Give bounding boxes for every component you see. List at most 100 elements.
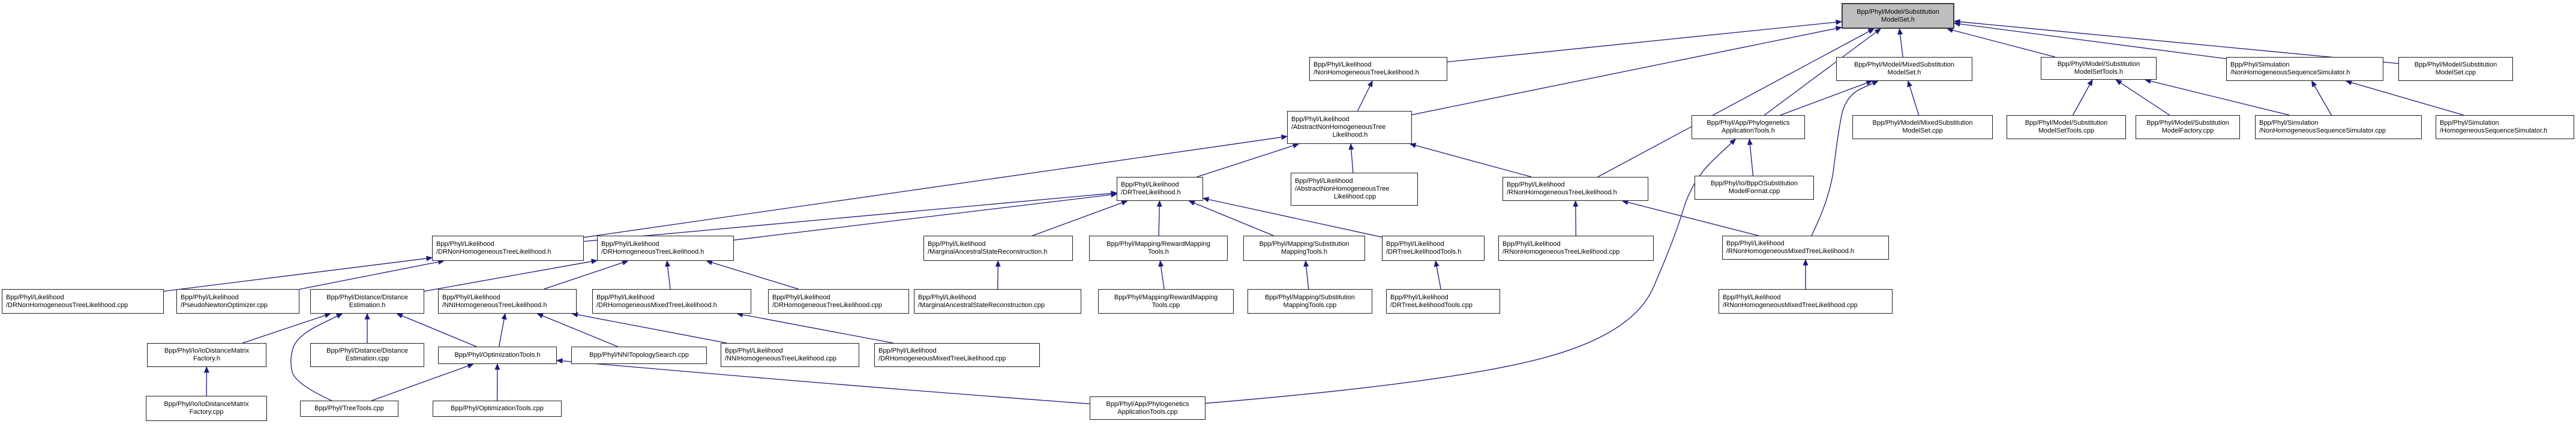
- graph-node-DRNonHomogeneousTreeLikelihood_cpp[interactable]: Bpp/Phyl/Likelihood/DRNonHomogeneousTree…: [2, 289, 164, 314]
- graph-node-MarginalAncestralStateReconstruction_cpp[interactable]: Bpp/Phyl/Likelihood/MarginalAncestralSta…: [914, 289, 1081, 314]
- graph-node-AbstractNonHomogeneousTreeLikelihood_cpp[interactable]: Bpp/Phyl/Likelihood/AbstractNonHomogeneo…: [1291, 173, 1418, 206]
- graph-node-DRHomogeneousTreeLikelihood_cpp[interactable]: Bpp/Phyl/Likelihood/DRHomogeneousTreeLik…: [768, 289, 909, 314]
- graph-node-NonHomogeneousSequenceSimulator_cpp[interactable]: Bpp/Phyl/Simulation/NonHomogeneousSequen…: [2255, 115, 2422, 139]
- include-edge-DRHomogeneousTreeLikelihood_cpp-to-DRHomogeneousTreeLikelihood_h: [706, 260, 799, 290]
- include-edge-PhylogeneticsApplicationTools_h-to-MixedSubstitutionModelSet_h: [1780, 80, 1873, 116]
- graph-node-label-line: /DRNonHomogeneousTreeLikelihood.cpp: [6, 301, 128, 309]
- graph-node-label-line: Bpp/Phyl/OptimizationTools.cpp: [451, 405, 544, 412]
- graph-node-label-line: Bpp/Phyl/Likelihood: [1121, 181, 1179, 188]
- graph-node-label-line: Bpp/Phyl/Likelihood: [6, 293, 64, 301]
- include-edge-SubstitutionMappingTools_cpp-to-SubstitutionMappingTools_h: [1303, 260, 1309, 290]
- graph-node-label-line: /AbstractNonHomogeneousTree: [1291, 124, 1386, 131]
- graph-node-NNIHomogeneousTreeLikelihood_cpp[interactable]: Bpp/Phyl/Likelihood/NNIHomogeneousTreeLi…: [721, 343, 859, 367]
- include-edge-NNIHomogeneousTreeLikelihood_h-to-DRHomogeneousTreeLikelihood_h: [544, 260, 629, 290]
- graph-node-NonHomogeneousSequenceSimulator_h[interactable]: Bpp/Phyl/Simulation/NonHomogeneousSequen…: [2226, 57, 2383, 81]
- graph-node-label-line: Bpp/Phyl/Io/IoDistanceMatrix: [164, 401, 249, 408]
- include-edge-RNonHomogeneousTreeLikelihood_h-to-SubstitutionModelSet_h: [1597, 28, 1875, 178]
- graph-node-NNIHomogeneousTreeLikelihood_h[interactable]: Bpp/Phyl/Likelihood/NNIHomogeneousTreeLi…: [438, 289, 577, 314]
- graph-node-DRNonHomogeneousTreeLikelihood_h[interactable]: Bpp/Phyl/Likelihood/DRNonHomogeneousTree…: [432, 236, 584, 261]
- graph-node-label-line: Bpp/Phyl/Likelihood: [436, 240, 494, 248]
- graph-node-DRHomogeneousMixedTreeLikelihood_h[interactable]: Bpp/Phyl/Likelihood/DRHomogeneousMixedTr…: [592, 289, 751, 314]
- graph-node-OptimizationTools_h[interactable]: Bpp/Phyl/OptimizationTools.h: [438, 347, 557, 364]
- include-edge-PhylogeneticsApplicationTools_cpp-to-PhylogeneticsApplicationTools_h: [1205, 139, 1737, 404]
- graph-node-label-line: Likelihood.cpp: [1333, 193, 1377, 200]
- graph-node-label-line: /NNIHomogeneousTreeLikelihood.cpp: [725, 355, 837, 362]
- graph-node-RNonHomogeneousTreeLikelihood_h[interactable]: Bpp/Phyl/Likelihood/RNonHomogeneousTreeL…: [1503, 177, 1648, 201]
- graph-node-label-line: MappingTools.cpp: [1283, 301, 1337, 309]
- graph-node-MarginalAncestralStateReconstruction_h[interactable]: Bpp/Phyl/Likelihood/MarginalAncestralSta…: [923, 236, 1073, 261]
- graph-node-OptimizationTools_cpp[interactable]: Bpp/Phyl/OptimizationTools.cpp: [433, 401, 562, 417]
- graph-node-label-line: Bpp/Phyl/Mapping/RewardMapping: [1106, 240, 1210, 248]
- graph-node-label-line: Estimation.cpp: [345, 355, 389, 362]
- include-edge-DRNonHomogeneousTreeLikelihood_h-to-DRTreeLikelihood_h: [583, 190, 1118, 242]
- include-edge-OptimizationTools_h-to-NNIHomogeneousTreeLikelihood_h: [499, 312, 507, 347]
- include-edge-DRHomogeneousMixedTreeLikelihood_cpp-to-DRHomogeneousMixedTreeLikelihood_h: [736, 312, 893, 344]
- graph-node-label-line: Bpp/Phyl/Likelihood: [878, 347, 937, 354]
- graph-node-RNonHomogeneousMixedTreeLikelihood_cpp[interactable]: Bpp/Phyl/Likelihood/RNonHomogeneousMixed…: [1719, 289, 1893, 314]
- graph-node-label-line: /NNIHomogeneousTreeLikelihood.h: [442, 301, 547, 309]
- graph-node-DRHomogeneousTreeLikelihood_h[interactable]: Bpp/Phyl/Likelihood/DRHomogeneousTreeLik…: [597, 236, 734, 261]
- graph-node-label-line: Bpp/Phyl/Likelihood: [725, 347, 783, 354]
- graph-node-HomogeneousSequenceSimulator_h[interactable]: Bpp/Phyl/Simulation/HomogeneousSequenceS…: [2436, 115, 2574, 139]
- graph-node-label-line: Tools.h: [1148, 248, 1169, 255]
- include-edge-DRTreeLikelihoodTools_cpp-to-DRTreeLikelihoodTools_h: [1434, 260, 1441, 290]
- graph-node-DRTreeLikelihoodTools_cpp[interactable]: Bpp/Phyl/Likelihood/DRTreeLikelihoodTool…: [1386, 289, 1500, 314]
- include-edge-DRHomogeneousMixedTreeLikelihood_h-to-DRHomogeneousTreeLikelihood_h: [665, 260, 671, 290]
- graph-node-label-line: Bpp/Phyl/Likelihood: [596, 293, 655, 301]
- include-edge-RNonHomogeneousTreeLikelihood_h-to-AbstractNonHomogeneousTreeLikelihood_h: [1409, 143, 1532, 178]
- include-edge-DistanceEstimation_h-to-DRHomogeneousTreeLikelihood_h: [424, 258, 598, 292]
- graph-node-label-line: /RNonHomogeneousTreeLikelihood.h: [1507, 189, 1617, 196]
- graph-node-label-line: /DRTreeLikelihoodTools.cpp: [1390, 301, 1473, 309]
- graph-node-label-line: /NonHomogeneousTreeLikelihood.h: [1314, 69, 1419, 76]
- graph-node-label-line: Estimation.h: [349, 301, 386, 309]
- graph-node-label-line: /DRHomogeneousMixedTreeLikelihood.h: [596, 301, 717, 309]
- graph-node-PseudoNewtonOptimizer_cpp[interactable]: Bpp/Phyl/Likelihood/PseudoNewtonOptimize…: [176, 289, 299, 314]
- graph-node-label-line: Bpp/Phyl/Likelihood: [928, 240, 986, 248]
- graph-node-RNonHomogeneousMixedTreeLikelihood_h[interactable]: Bpp/Phyl/Likelihood/RNonHomogeneousMixed…: [1722, 236, 1889, 260]
- graph-node-label-line: Bpp/Phyl/App/Phylogenetics: [1707, 119, 1790, 127]
- graph-node-NNITopologySearch_cpp[interactable]: Bpp/Phyl/NNITopologySearch.cpp: [571, 347, 707, 364]
- graph-node-label-line: Bpp/Phyl/Likelihood: [181, 293, 239, 301]
- graph-node-DRTreeLikelihoodTools_h[interactable]: Bpp/Phyl/Likelihood/DRTreeLikelihoodTool…: [1382, 236, 1485, 261]
- include-edge-SubstitutionModelFactory_cpp-to-SubstitutionModelSetTools_h: [2115, 79, 2170, 116]
- graph-node-label-line: /RNonHomogeneousMixedTreeLikelihood.cpp: [1723, 301, 1858, 309]
- graph-node-DRTreeLikelihood_h[interactable]: Bpp/Phyl/Likelihood/DRTreeLikelihood.h: [1117, 177, 1203, 201]
- graph-node-label-line: Bpp/Phyl/Model/Substitution: [2025, 119, 2108, 127]
- graph-node-label-line: ModelSetTools.cpp: [2038, 127, 2094, 134]
- graph-node-label-line: Bpp/Phyl/Model/Substitution: [2057, 61, 2140, 68]
- graph-node-AbstractNonHomogeneousTreeLikelihood_h[interactable]: Bpp/Phyl/Likelihood/AbstractNonHomogeneo…: [1287, 111, 1412, 144]
- graph-node-label-line: /DRHomogeneousTreeLikelihood.cpp: [772, 301, 883, 309]
- graph-node-label-line: Bpp/Phyl/Distance/Distance: [326, 293, 408, 301]
- graph-node-label-line: ModelFactory.cpp: [2161, 127, 2214, 134]
- graph-node-DRHomogeneousMixedTreeLikelihood_cpp[interactable]: Bpp/Phyl/Likelihood/DRHomogeneousMixedTr…: [874, 343, 1040, 367]
- graph-node-label-line: Bpp/Phyl/Distance/Distance: [326, 347, 408, 354]
- graph-node-label-line: Bpp/Phyl/TreeTools.cpp: [314, 405, 384, 412]
- graph-node-NonHomogeneousTreeLikelihood_h[interactable]: Bpp/Phyl/Likelihood/NonHomogeneousTreeLi…: [1309, 57, 1447, 81]
- graph-node-label-line: ModelSetTools.h: [2074, 68, 2124, 76]
- graph-node-label-line: Bpp/Phyl/Io/IoDistanceMatrix: [164, 347, 250, 354]
- graph-node-label-line: ModelSet.cpp: [2435, 69, 2476, 76]
- graph-node-label-line: Bpp/Phyl/NNITopologySearch.cpp: [589, 351, 689, 359]
- include-edge-RewardMappingTools_cpp-to-RewardMappingTools_h: [1158, 260, 1165, 290]
- graph-node-RNonHomogeneousTreeLikelihood_cpp[interactable]: Bpp/Phyl/Likelihood/RNonHomogeneousTreeL…: [1498, 236, 1654, 261]
- graph-node-label-line: Likelihood.h: [1332, 131, 1368, 139]
- graph-node-TreeTools_cpp[interactable]: Bpp/Phyl/TreeTools.cpp: [300, 401, 398, 417]
- graph-node-label-line: Bpp/Phyl/Likelihood: [1723, 293, 1781, 301]
